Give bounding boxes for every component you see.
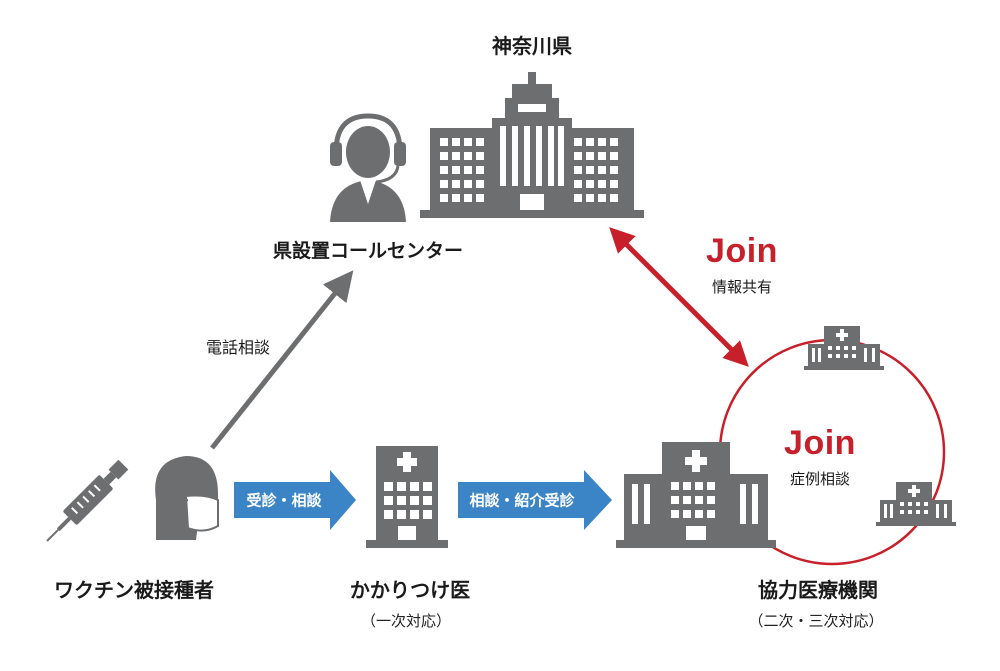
syringe-icon [46, 459, 129, 542]
hospital-icon [616, 442, 776, 548]
clinic-sublabel: （一次対応） [360, 612, 452, 630]
phone-consult-arrow [210, 270, 354, 450]
masked-person-icon [155, 456, 219, 540]
phone-consult-label: 電話相談 [205, 338, 271, 357]
visit-arrow [234, 470, 356, 530]
call-center-label: 県設置コールセンター [272, 240, 464, 262]
vaccinee-label: ワクチン被接種者 [54, 578, 214, 602]
small-hospital-icon [876, 482, 956, 526]
info-share-arrow [609, 227, 749, 367]
clinic-label: かかりつけ医 [349, 578, 471, 602]
info-share-label: 情報共有 [711, 278, 773, 296]
operator-headset-icon [330, 113, 406, 222]
clinic-building-icon [366, 446, 448, 548]
referral-arrow-label: 相談・紹介受診 [469, 491, 575, 510]
hospitals-sublabel: （二次・三次対応） [748, 612, 884, 630]
visit-arrow-label: 受診・相談 [246, 491, 322, 510]
join-info-share-brand: Join [706, 232, 778, 270]
case-consult-label: 症例相談 [789, 470, 851, 488]
join-case-consult-brand: Join [784, 424, 856, 462]
small-hospital-icon [804, 326, 884, 370]
referral-arrow [458, 470, 612, 530]
prefecture-label: 神奈川県 [492, 34, 572, 58]
government-building-icon [420, 72, 644, 218]
hospitals-label: 協力医療機関 [758, 578, 878, 602]
